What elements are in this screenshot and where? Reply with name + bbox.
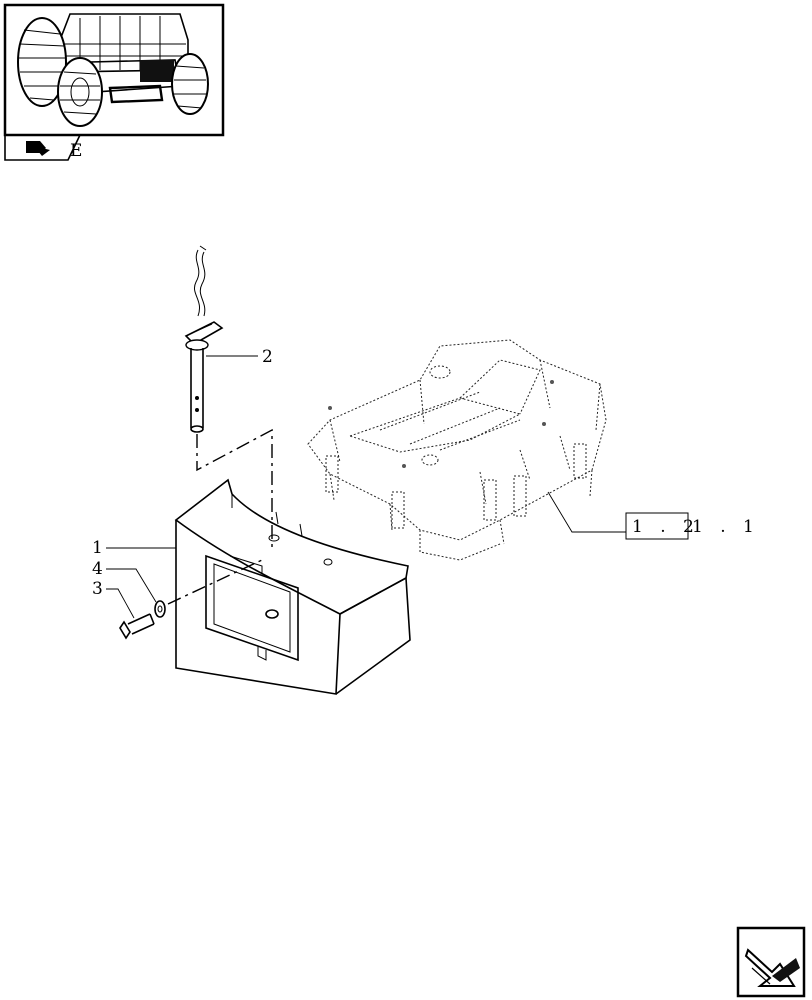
- front-support-frame: [307, 339, 607, 561]
- ballast-weight: [174, 478, 411, 695]
- pin-assembly: [184, 245, 224, 433]
- bolt-alignment-line: [167, 559, 263, 605]
- callout-4[interactable]: 4: [92, 559, 103, 579]
- callout-1[interactable]: 1: [92, 538, 103, 558]
- thumbnail-tab-text: E: [70, 141, 82, 161]
- callout-2[interactable]: 2: [262, 347, 273, 367]
- reference-link[interactable]: 1 . 2 1 . 1: [625, 512, 760, 540]
- reference-tail-text: 1 . 1: [692, 517, 760, 537]
- reference-boxed-text: 1 . 2: [632, 517, 700, 537]
- assembly-line: [196, 428, 273, 548]
- book-icon: [26, 141, 50, 156]
- arrow-next-page-icon[interactable]: [736, 926, 806, 998]
- tractor-thumbnail[interactable]: [3, 3, 225, 137]
- washer: [154, 600, 166, 618]
- bolt: [119, 613, 155, 640]
- thumbnail-tab[interactable]: E: [4, 134, 82, 161]
- callout-3[interactable]: 3: [92, 579, 103, 599]
